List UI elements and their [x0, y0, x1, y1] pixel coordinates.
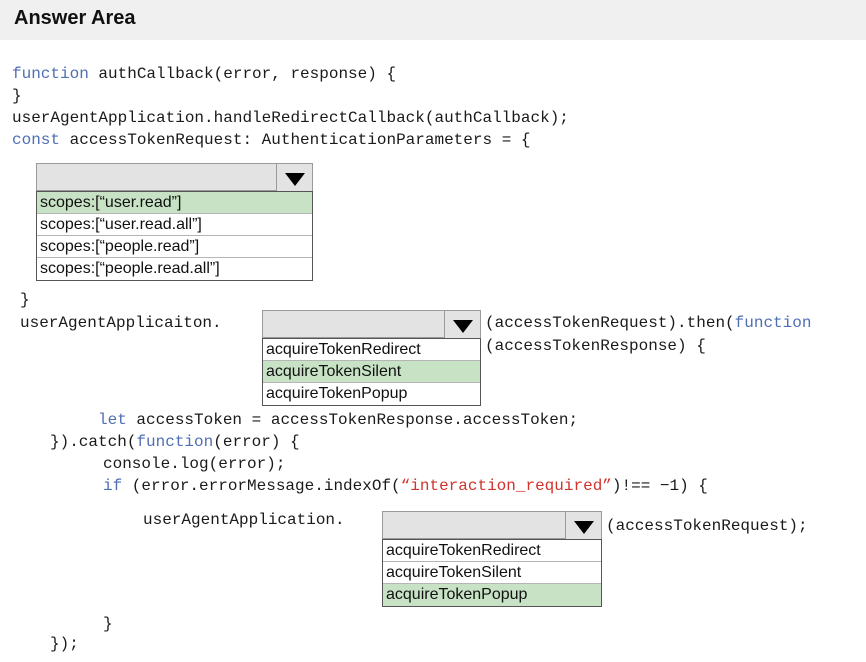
code-line-13: }: [103, 615, 113, 633]
acquire-method-dropdown-2-options: acquireTokenRedirect acquireTokenSilent …: [382, 539, 602, 607]
code-line-7: (accessTokenResponse) {: [485, 337, 706, 355]
triangle-down-icon[interactable]: [444, 311, 480, 339]
scopes-option[interactable]: scopes:[“user.read”]: [37, 192, 312, 214]
scopes-dropdown-options: scopes:[“user.read”] scopes:[“user.read.…: [36, 191, 313, 281]
code-line-6-after: (accessTokenRequest).then(function: [485, 314, 812, 332]
answer-area-header: Answer Area: [0, 0, 866, 40]
acquire-method-dropdown-2-header[interactable]: [382, 511, 602, 540]
code-line-4: const accessTokenRequest: Authentication…: [12, 131, 531, 149]
scopes-option[interactable]: scopes:[“people.read”]: [37, 236, 312, 258]
acquire-option[interactable]: acquireTokenPopup: [383, 584, 601, 606]
acquire-option[interactable]: acquireTokenPopup: [266, 385, 408, 402]
code-line-3: userAgentApplication.handleRedirectCallb…: [12, 109, 569, 127]
scopes-dropdown-header[interactable]: [36, 163, 313, 192]
acquire-option[interactable]: acquireTokenRedirect: [263, 339, 480, 361]
page-title: Answer Area: [14, 7, 136, 29]
acquire-method-dropdown-1-header[interactable]: [262, 310, 481, 339]
code-line-8: let accessToken = accessTokenResponse.ac…: [98, 411, 579, 429]
acquire-method-dropdown-1-options: acquireTokenRedirect acquireTokenSilent …: [262, 338, 481, 406]
triangle-down-icon[interactable]: [276, 164, 312, 192]
code-line-1: function authCallback(error, response) {: [12, 65, 397, 83]
code-line-9: }).catch(function(error) {: [50, 433, 300, 451]
code-line-12: userAgentApplication.: [143, 511, 345, 529]
code-line-10: console.log(error);: [103, 455, 286, 473]
code-line-5: }: [20, 291, 30, 309]
acquire-option[interactable]: acquireTokenRedirect: [383, 540, 601, 562]
code-line-14: });: [50, 635, 79, 653]
scopes-option[interactable]: scopes:[“user.read.all”]: [37, 214, 312, 236]
code-line-11: if (error.errorMessage.indexOf(“interact…: [103, 477, 708, 495]
code-line-12-after: (accessTokenRequest);: [606, 517, 808, 535]
acquire-option[interactable]: acquireTokenSilent: [383, 562, 601, 584]
triangle-down-icon[interactable]: [565, 512, 601, 540]
code-line-2: }: [12, 87, 22, 105]
code-line-6: userAgentApplicaiton.: [20, 314, 222, 332]
acquire-option[interactable]: acquireTokenSilent: [263, 361, 480, 383]
scopes-option[interactable]: scopes:[“people.read.all”]: [40, 260, 220, 277]
